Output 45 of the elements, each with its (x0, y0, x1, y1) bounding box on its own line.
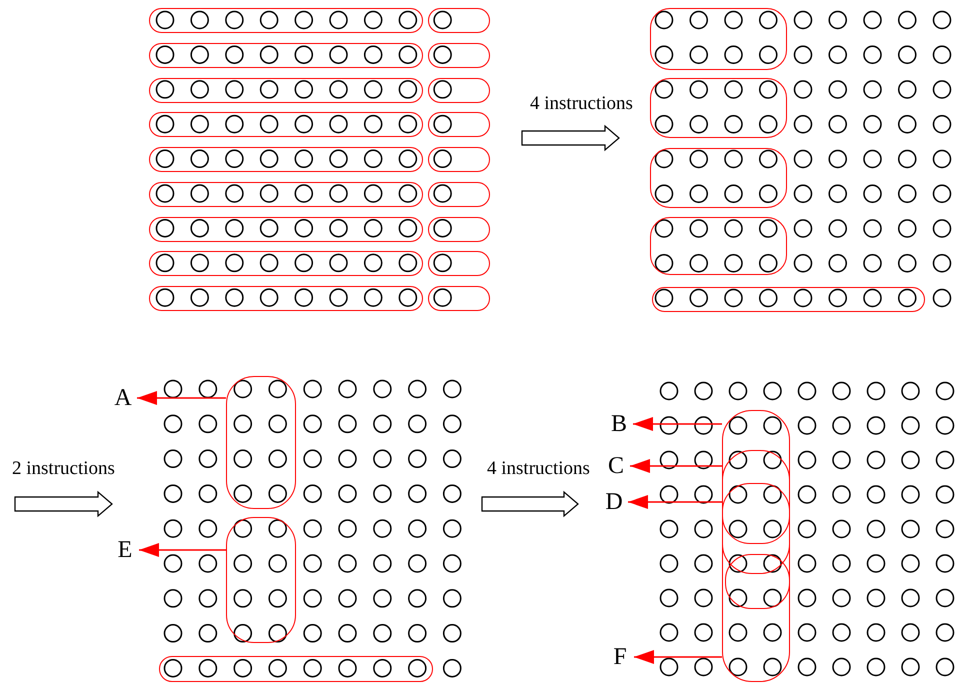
rounded-group-outline (149, 78, 423, 102)
letter-label: A (110, 385, 136, 411)
rounded-group-outline (149, 251, 423, 276)
letter-label: E (112, 537, 138, 563)
leader-arrow (634, 650, 722, 664)
rounded-group-outline (650, 78, 787, 138)
rounded-group-outline (149, 147, 423, 172)
rounded-group-outline (428, 182, 490, 207)
rounded-group-outline (652, 287, 925, 312)
rounded-group-outline (226, 517, 296, 643)
rounded-group-outline (149, 42, 423, 68)
letter-label: B (606, 411, 632, 437)
instruction-count-label: 4 instructions (530, 93, 633, 115)
rounded-group-outline (428, 112, 490, 138)
letter-label: C (603, 453, 629, 479)
rounded-group-outline (428, 147, 490, 172)
rounded-group-outline (722, 410, 790, 682)
rounded-group-outline (149, 8, 423, 33)
rounded-group-outline (149, 216, 423, 242)
leader-arrow (633, 417, 722, 431)
rounded-group-outline (650, 217, 787, 275)
letter-label: F (607, 644, 633, 670)
leader-arrow (628, 495, 723, 509)
rounded-group-outline (428, 216, 490, 242)
instruction-count-label: 2 instructions (12, 458, 115, 480)
rounded-group-outline (428, 251, 490, 276)
rounded-group-outline (650, 148, 787, 208)
instruction-count-label: 4 instructions (487, 458, 590, 480)
rounded-group-outline (159, 656, 433, 682)
rounded-group-outline (428, 286, 490, 311)
leader-arrow (139, 543, 226, 557)
letter-label: D (601, 489, 627, 515)
rounded-group-outline (428, 8, 490, 33)
rounded-group-outline (226, 376, 296, 509)
rounded-group-outline (149, 286, 423, 311)
rounded-group-outline (149, 112, 423, 138)
rounded-group-outline (725, 554, 790, 610)
rounded-group-outline (428, 78, 490, 102)
rounded-group-outline (722, 450, 790, 574)
rounded-group-outline (149, 182, 423, 207)
leader-arrow (630, 459, 723, 473)
rounded-group-outline (722, 482, 790, 544)
leader-arrow (137, 391, 226, 405)
rounded-group-outline (428, 42, 490, 68)
rounded-group-outline (650, 8, 787, 70)
